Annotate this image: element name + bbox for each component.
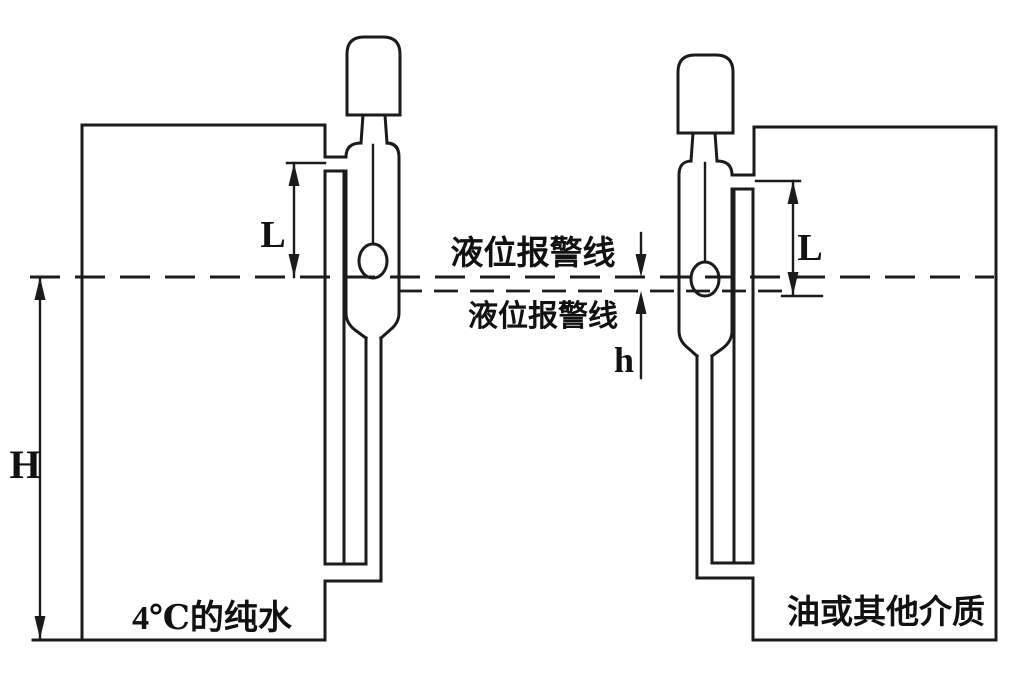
dim-h-arrow-up — [635, 291, 647, 314]
left-drain-pipe — [364, 336, 383, 583]
right-tank-medium-label: 油或其他介质 — [787, 594, 985, 631]
lower-alarm-label: 液位报警线 — [468, 299, 618, 333]
left-gauge-head — [345, 35, 402, 117]
left-float-chamber — [344, 141, 401, 341]
dim-L-right-arrow-down — [787, 272, 799, 295]
left-tank-group — [31, 123, 383, 642]
dim-L-left-arrow-up — [288, 163, 300, 186]
left-float-ball — [357, 242, 389, 280]
right-gauge-group — [676, 53, 735, 359]
dim-L-right-arrow-up — [787, 181, 799, 204]
right-tank-group — [695, 125, 998, 642]
dim-L-left-group — [285, 161, 327, 279]
dim-H-label: H — [9, 442, 40, 487]
dim-h-group — [635, 231, 647, 380]
dim-L-left-label: L — [260, 214, 285, 256]
dim-h-label: h — [614, 340, 634, 380]
dim-L-left-arrow-down — [288, 254, 300, 277]
dim-H-arrow-up — [34, 277, 46, 300]
dim-H-arrow-down — [34, 616, 46, 639]
left-gauge-group — [344, 35, 402, 341]
left-standpipe-and-bend — [323, 169, 383, 583]
left-gauge-neck — [359, 113, 389, 145]
dim-H-group — [34, 275, 46, 641]
right-gauge-neck — [689, 131, 719, 163]
left-tank — [31, 123, 348, 642]
dim-L-right-label: L — [797, 227, 822, 269]
dim-h-arrow-down — [635, 254, 647, 277]
right-gauge-head — [676, 53, 735, 135]
left-tank-medium-label: 4℃的纯水 — [132, 599, 293, 637]
right-float-ball — [689, 260, 721, 298]
upper-alarm-label: 液位报警线 — [451, 234, 616, 272]
right-tank — [730, 125, 998, 642]
right-float-chamber — [677, 159, 734, 359]
right-drain-pipe — [695, 354, 714, 580]
right-standpipe-and-bend — [695, 187, 755, 580]
